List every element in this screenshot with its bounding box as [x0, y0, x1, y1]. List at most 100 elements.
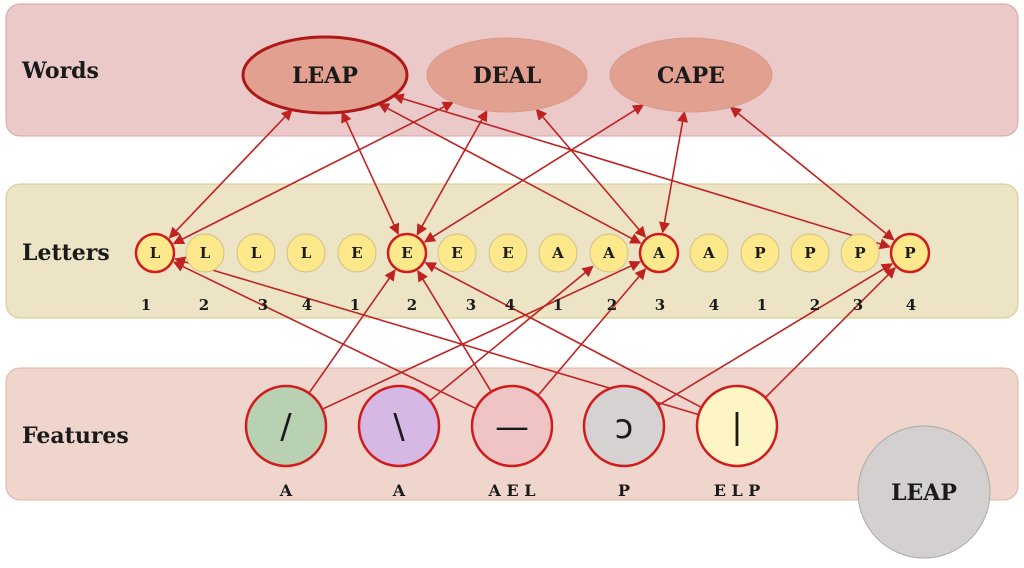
feature-glyph: \: [393, 407, 405, 447]
feature-glyph: /: [280, 407, 292, 447]
letter-node: P: [889, 232, 931, 274]
input-word-circle: [857, 425, 991, 559]
letter-node-label: E: [502, 244, 513, 262]
feature-node: — A E L: [470, 384, 554, 500]
feature-letter-connection: [321, 260, 641, 410]
letter-node-circle: [740, 233, 780, 273]
letter-position-label: 3: [466, 296, 476, 314]
letter-node: L: [185, 233, 225, 273]
letter-node: L: [236, 233, 276, 273]
letter-node-circle: [488, 233, 528, 273]
letter-node-label: L: [150, 244, 161, 262]
letter-node: L: [134, 232, 176, 274]
letter-node-circle: [889, 232, 931, 274]
letter-position-label: 2: [407, 296, 417, 314]
letter-node: A: [589, 233, 629, 273]
words-layer-label: Words: [21, 58, 99, 84]
letter-node: A: [538, 233, 578, 273]
letter-node-circle: [386, 232, 428, 274]
word-node-ellipse: [426, 37, 588, 113]
word-node-ellipse: [241, 35, 409, 115]
letter-node-label: A: [551, 244, 564, 262]
letter-node: E: [488, 233, 528, 273]
feature-nodes-group: /A\A—A E LɔP|E L P: [244, 384, 779, 500]
word-letter-connection: [172, 101, 455, 245]
feature-glyph: —: [495, 407, 529, 447]
word-letter-connection: [423, 104, 645, 243]
word-node-label: CAPE: [657, 63, 725, 89]
word-node-ellipse: [609, 37, 773, 113]
letters-layer-label: Letters: [22, 240, 110, 266]
letter-node-label: L: [200, 244, 211, 262]
word-nodes-group: LEAP DEAL CAPE: [241, 35, 773, 115]
feature-node: /A: [244, 384, 328, 500]
letter-node-circle: [236, 233, 276, 273]
letter-node-label: L: [301, 244, 312, 262]
letter-node-circle: [134, 232, 176, 274]
word-node-label: LEAP: [292, 63, 358, 89]
feature-node-circle: [695, 384, 779, 468]
letter-node-label: P: [754, 244, 765, 262]
word-node-deal: DEAL: [426, 37, 588, 113]
letter-node: P: [790, 233, 830, 273]
word-node-label: DEAL: [473, 63, 541, 89]
letter-node-circle: [337, 233, 377, 273]
letter-node: L: [286, 233, 326, 273]
letter-node-label: P: [804, 244, 815, 262]
letter-node-circle: [437, 233, 477, 273]
letter-node-circle: [286, 233, 326, 273]
letter-node-circle: [790, 233, 830, 273]
letter-position-label: 4: [505, 296, 515, 314]
feature-letter-list: P: [618, 481, 630, 500]
letter-position-label: 4: [709, 296, 719, 314]
word-letter-connection: [658, 110, 689, 234]
letter-node-label: P: [904, 244, 915, 262]
letter-position-label: 1: [757, 296, 767, 314]
letter-position-label: 2: [199, 296, 209, 314]
letter-position-label: 1: [141, 296, 151, 314]
letter-node-label: L: [251, 244, 262, 262]
feature-glyph: ɔ: [615, 407, 634, 447]
feature-letter-connection: [424, 262, 702, 409]
feature-letter-connection: [764, 267, 896, 399]
letter-node: E: [437, 233, 477, 273]
letter-node-label: P: [854, 244, 865, 262]
letter-node-label: A: [702, 244, 715, 262]
letter-position-label: 1: [553, 296, 563, 314]
letter-node-circle: [840, 233, 880, 273]
feature-node: ɔP: [582, 384, 666, 500]
letter-position-label: 2: [810, 296, 820, 314]
letter-position-label: 4: [302, 296, 312, 314]
letter-node-label: A: [602, 244, 615, 262]
feature-letter-list: A: [392, 481, 406, 500]
feature-node: \A: [357, 384, 441, 500]
letter-position-label: 1: [350, 296, 360, 314]
letter-node-label: E: [401, 244, 412, 262]
letter-position-label: 3: [655, 296, 665, 314]
letter-position-label: 3: [258, 296, 268, 314]
feature-letter-connection: [429, 265, 594, 402]
letter-node: P: [740, 233, 780, 273]
feature-node-circle: [582, 384, 666, 468]
feature-node-circle: [244, 384, 328, 468]
letter-node-label: E: [451, 244, 462, 262]
feature-letter-connection: [417, 269, 492, 393]
input-word-label: LEAP: [891, 480, 957, 506]
letter-node: E: [386, 232, 428, 274]
letter-node-circle: [689, 233, 729, 273]
feature-letter-list: A: [279, 481, 293, 500]
feature-node: | E L P: [695, 384, 779, 500]
letter-node-circle: [538, 233, 578, 273]
feature-letter-connection: [308, 269, 396, 394]
feature-letter-list: A E L: [488, 481, 536, 500]
word-node-cape: CAPE: [609, 37, 773, 113]
feature-letter-connection: [537, 268, 647, 397]
feature-letter-list: E L P: [714, 481, 761, 500]
letter-node-circle: [638, 232, 680, 274]
letter-position-label: 2: [607, 296, 617, 314]
letter-node-circle: [185, 233, 225, 273]
feature-glyph: |: [731, 407, 742, 447]
